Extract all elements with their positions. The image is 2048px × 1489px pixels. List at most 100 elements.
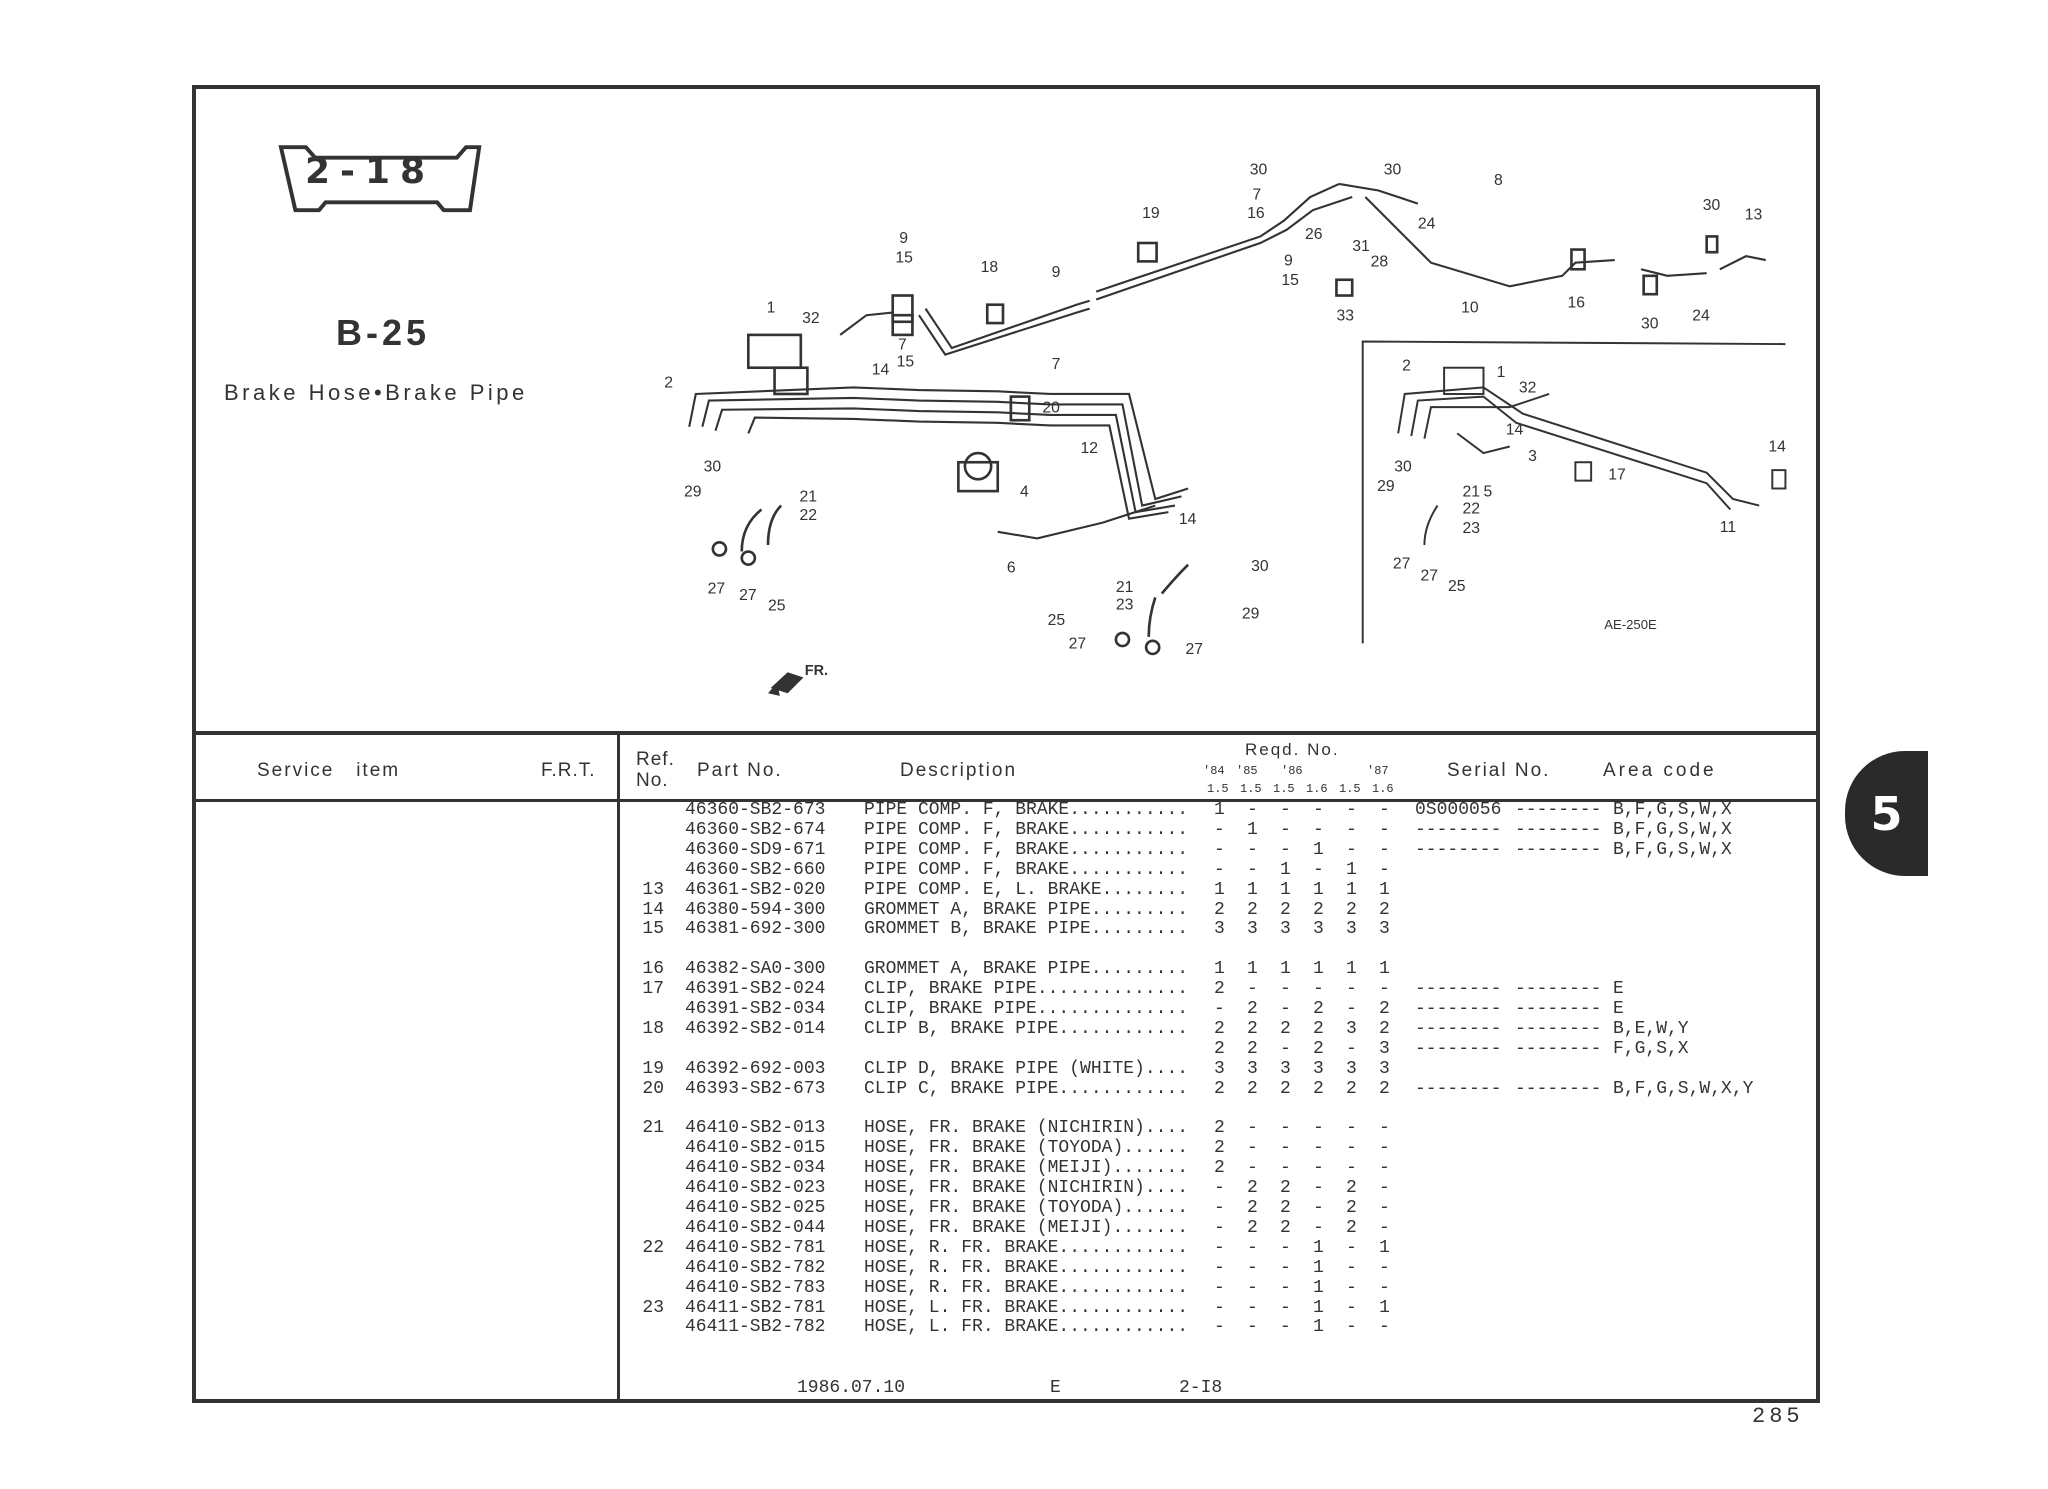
part-number: 46411-SB2-782 bbox=[685, 1317, 826, 1338]
required-qty: - bbox=[1379, 819, 1390, 840]
inset-part-callout: 21 bbox=[1462, 483, 1480, 500]
part-callout: 31 bbox=[1352, 238, 1370, 255]
description: CLIP B, BRAKE PIPE............ bbox=[864, 1018, 1189, 1039]
required-qty: - bbox=[1214, 1237, 1225, 1258]
part-callout: 15 bbox=[897, 353, 915, 370]
area-code: E bbox=[1613, 979, 1624, 1000]
description: GROMMET A, BRAKE PIPE......... bbox=[864, 899, 1189, 920]
inset-part-callout: 14 bbox=[1506, 422, 1524, 439]
service-column-divider bbox=[617, 733, 620, 1403]
section-badge-text: 2-18 bbox=[305, 151, 436, 192]
description: HOSE, FR. BRAKE (MEIJI)....... bbox=[864, 1217, 1189, 1238]
ref-no: 23 bbox=[642, 1297, 664, 1318]
grommet bbox=[1570, 248, 1586, 271]
required-qty: 2 bbox=[1214, 1158, 1225, 1179]
part-callout: 30 bbox=[1384, 162, 1402, 179]
part-callout: 29 bbox=[684, 483, 702, 500]
year-86: '86 bbox=[1281, 764, 1303, 778]
part-number: 46411-SB2-781 bbox=[685, 1297, 826, 1318]
part-callout: 27 bbox=[708, 581, 726, 598]
clip bbox=[1009, 395, 1031, 422]
part-number: 46410-SB2-034 bbox=[685, 1158, 826, 1179]
serial-to: -------- bbox=[1515, 1038, 1602, 1059]
required-qty: - bbox=[1214, 1198, 1225, 1218]
ref-no: 18 bbox=[642, 1018, 664, 1039]
required-qty: - bbox=[1379, 1198, 1390, 1218]
area-code: B,F,G,S,W,X,Y bbox=[1613, 1078, 1754, 1099]
required-qty: 2 bbox=[1280, 899, 1291, 920]
required-qty: 1 bbox=[1313, 1297, 1324, 1318]
inset-part-callout: 11 bbox=[1720, 519, 1736, 536]
required-qty: - bbox=[1346, 1257, 1357, 1278]
part-callout: 27 bbox=[1185, 641, 1203, 658]
description: HOSE, L. FR. BRAKE............ bbox=[864, 1317, 1189, 1338]
required-qty: 1 bbox=[1313, 959, 1324, 980]
part-callout: 9 bbox=[1052, 264, 1061, 281]
part-callout: 24 bbox=[1418, 216, 1436, 233]
front-hose-right bbox=[1147, 563, 1190, 637]
engine-size: 1.5 bbox=[1207, 782, 1229, 796]
required-qty: - bbox=[1379, 1158, 1390, 1179]
required-qty: - bbox=[1313, 1198, 1324, 1218]
page-number: 285 bbox=[1752, 1404, 1804, 1429]
header-part-no: Part No. bbox=[697, 760, 783, 781]
section-badge-shape bbox=[278, 145, 482, 213]
required-qty: 1 bbox=[1247, 959, 1258, 980]
part-callout: 14 bbox=[1179, 511, 1197, 528]
required-qty: 1 bbox=[1313, 1277, 1324, 1298]
required-qty: - bbox=[1313, 1217, 1324, 1238]
required-qty: 2 bbox=[1214, 1118, 1225, 1139]
washer bbox=[711, 541, 728, 557]
description: HOSE, FR. BRAKE (TOYODA)...... bbox=[864, 1198, 1189, 1218]
description: HOSE, L. FR. BRAKE............ bbox=[864, 1297, 1189, 1318]
required-qty: - bbox=[1214, 1297, 1225, 1318]
ref-no: 17 bbox=[642, 979, 664, 1000]
required-qty: 1 bbox=[1379, 1297, 1390, 1318]
required-qty: 2 bbox=[1280, 1217, 1291, 1238]
engine-size: 1.5 bbox=[1339, 782, 1361, 796]
required-qty: - bbox=[1214, 1277, 1225, 1298]
required-qty: 2 bbox=[1247, 1018, 1258, 1039]
required-qty: - bbox=[1247, 1297, 1258, 1318]
required-qty: 3 bbox=[1379, 919, 1390, 940]
required-qty: 1 bbox=[1313, 1317, 1324, 1338]
part-callout: 30 bbox=[704, 458, 722, 475]
section-divider bbox=[192, 731, 1820, 735]
part-callout: 15 bbox=[1281, 272, 1299, 289]
part-callout: 14 bbox=[872, 361, 890, 378]
description: HOSE, FR. BRAKE (MEIJI)....... bbox=[864, 1158, 1189, 1179]
year-87: '87 bbox=[1367, 764, 1389, 778]
part-callout: 25 bbox=[1048, 612, 1066, 629]
required-qty: - bbox=[1346, 1237, 1357, 1258]
footer-language: E bbox=[1050, 1378, 1061, 1398]
part-number: 46410-SB2-025 bbox=[685, 1198, 826, 1218]
required-qty: 2 bbox=[1280, 1078, 1291, 1099]
description: HOSE, FR. BRAKE (NICHIRIN).... bbox=[864, 1118, 1189, 1139]
required-qty: 2 bbox=[1214, 899, 1225, 920]
required-qty: 1 bbox=[1379, 959, 1390, 980]
ref-no: 14 bbox=[642, 899, 664, 920]
part-callout: 16 bbox=[1568, 294, 1586, 311]
inset-part-callout: 25 bbox=[1448, 578, 1466, 595]
required-qty: 3 bbox=[1214, 1058, 1225, 1079]
engine-size: 1.6 bbox=[1372, 782, 1394, 796]
front-hose-left bbox=[740, 504, 783, 552]
description: CLIP C, BRAKE PIPE............ bbox=[864, 1078, 1189, 1099]
required-qty: - bbox=[1379, 1178, 1390, 1199]
required-qty: 3 bbox=[1346, 1018, 1357, 1039]
required-qty: 1 bbox=[1313, 839, 1324, 860]
required-qty: - bbox=[1280, 1038, 1291, 1059]
grommet bbox=[891, 294, 914, 324]
part-callout: 20 bbox=[1042, 399, 1060, 416]
part-number: 46391-SB2-024 bbox=[685, 979, 826, 1000]
part-callout: 18 bbox=[981, 259, 999, 276]
ref-no: 15 bbox=[642, 919, 664, 940]
required-qty: - bbox=[1280, 800, 1291, 820]
required-qty: - bbox=[1280, 1118, 1291, 1139]
part-number: 46392-692-003 bbox=[685, 1058, 826, 1079]
proportioning-valve bbox=[746, 333, 803, 370]
required-qty: 2 bbox=[1214, 1138, 1225, 1159]
inset-part-callout: 23 bbox=[1462, 520, 1480, 537]
required-qty: 2 bbox=[1247, 1038, 1258, 1059]
